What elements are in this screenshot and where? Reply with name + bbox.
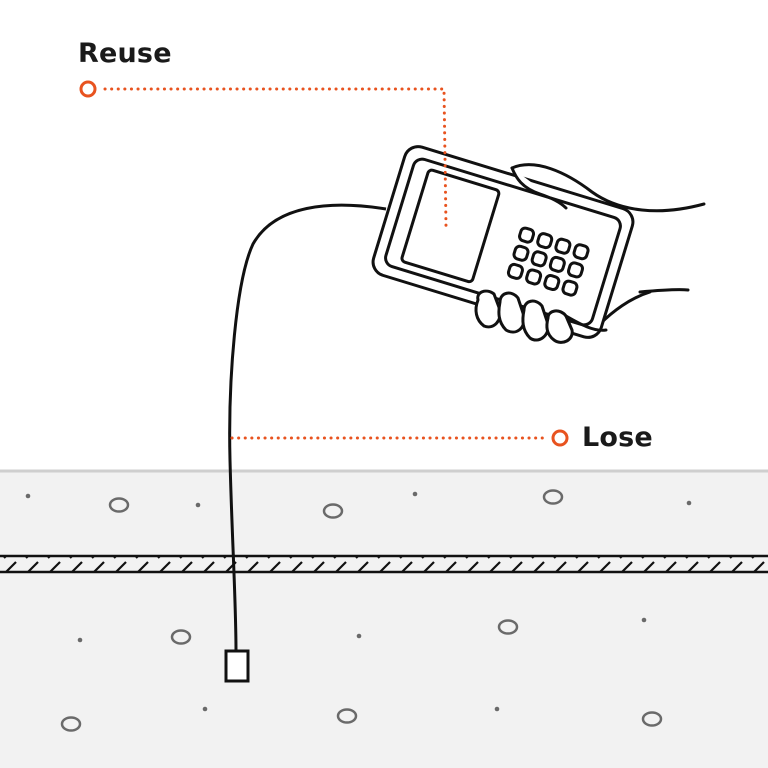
pebbles (60, 489, 663, 732)
handheld-meter-icon (371, 145, 706, 344)
reuse-callout (79, 80, 448, 228)
reuse-label: Reuse (78, 38, 172, 69)
callout-marker-icon (551, 429, 569, 447)
probe-cable (228, 203, 387, 653)
keypad (506, 226, 590, 297)
pebble-dots (25, 491, 692, 712)
hand-icon (510, 163, 706, 213)
layer-boundary (0, 554, 768, 574)
probe-sensor-icon (224, 649, 250, 683)
lose-label: Lose (582, 422, 653, 453)
lose-callout (230, 429, 569, 447)
callout-marker-icon (79, 80, 97, 98)
ground (0, 469, 768, 768)
